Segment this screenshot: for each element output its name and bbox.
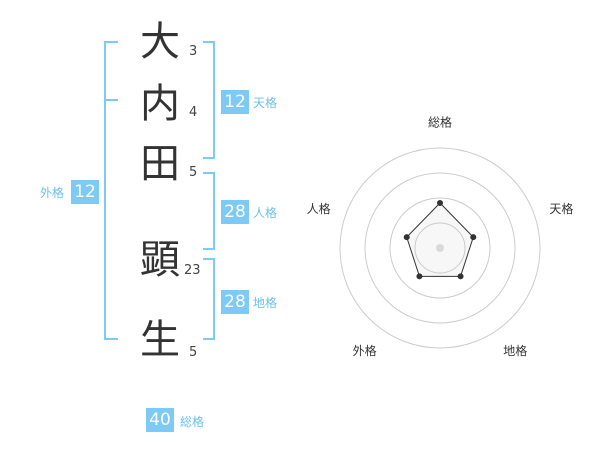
radar-axis-label-4: 人格	[307, 201, 331, 216]
name-char-5: 生	[140, 317, 180, 363]
gaikaku-bracket-tick	[104, 99, 118, 101]
radar-axis-label-2: 地格	[503, 343, 527, 358]
jinkaku-badge: 28	[221, 200, 249, 224]
stroke-count-5: 5	[189, 345, 198, 360]
radar-ring-4	[339, 147, 541, 349]
radar-axis-label-1: 天格	[549, 201, 573, 216]
stroke-count-4: 23	[184, 263, 201, 278]
name-char-2: 内	[140, 81, 180, 127]
chikaku-label: 地格	[253, 296, 278, 310]
jinkaku-bracket	[203, 172, 215, 250]
radar-axis-label-3: 外格	[353, 343, 377, 358]
radar-center	[436, 244, 444, 252]
radar-ring-3	[364, 172, 516, 324]
tenkaku-label: 天格	[253, 96, 278, 110]
gaikaku-label: 外格	[40, 186, 65, 200]
soukaku-badge: 40	[146, 408, 174, 432]
stroke-count-1: 3	[189, 44, 198, 59]
name-char-4: 顕	[140, 237, 180, 283]
tenkaku-badge: 12	[221, 90, 249, 114]
gaikaku-bracket	[104, 41, 118, 340]
name-char-3: 田	[140, 141, 180, 187]
stroke-count-3: 5	[189, 165, 198, 180]
chikaku-badge: 28	[221, 290, 249, 314]
radar-point-0	[437, 200, 443, 206]
radar-point-1	[470, 234, 477, 241]
jinkaku-label: 人格	[253, 206, 278, 220]
radar-point-4	[403, 234, 410, 241]
soukaku-label: 総格	[180, 415, 205, 429]
stroke-count-2: 4	[189, 105, 198, 120]
gaikaku-badge: 12	[71, 180, 99, 204]
radar-point-3	[416, 273, 423, 280]
radar-series-polygon	[406, 202, 474, 277]
radar-point-2	[457, 273, 464, 280]
radar-axis-label-0: 総格	[428, 114, 452, 129]
chikaku-bracket	[203, 258, 215, 340]
name-char-1: 大	[140, 19, 180, 65]
radar-ring-2	[389, 197, 491, 299]
tenkaku-bracket	[203, 41, 215, 159]
radar-ring-1	[414, 222, 466, 274]
